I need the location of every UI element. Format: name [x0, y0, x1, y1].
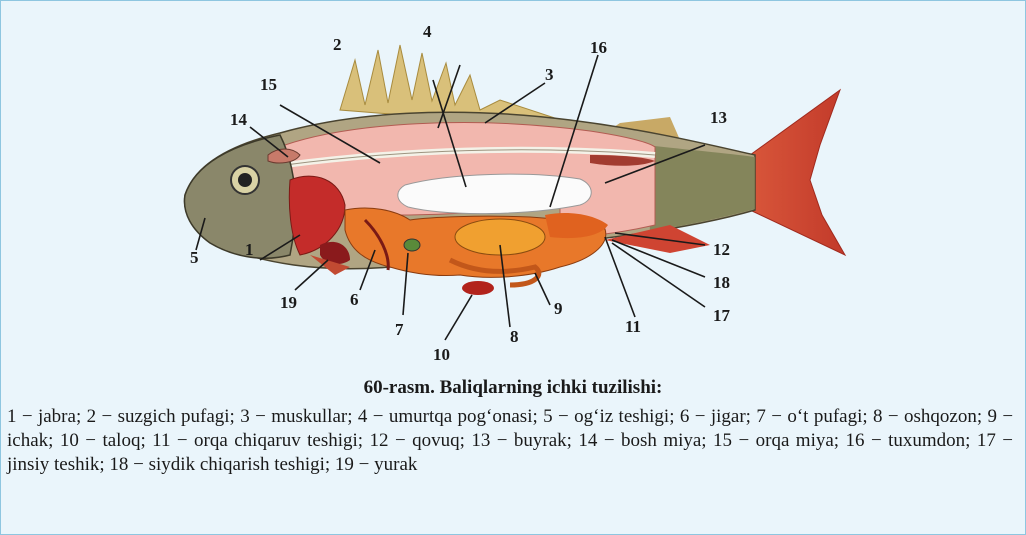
legend-item: 16 − tuxumdon;: [846, 430, 971, 451]
label-11: 11: [625, 317, 641, 336]
legend-item: 5 − og‘iz teshigi;: [543, 406, 674, 427]
label-5: 5: [190, 248, 199, 267]
label-17: 17: [713, 306, 731, 325]
label-3: 3: [545, 65, 554, 84]
label-16: 16: [590, 38, 607, 57]
legend-item: 13 − buyrak;: [471, 430, 572, 451]
swim-bladder: [398, 174, 591, 213]
leader-15: [535, 273, 550, 305]
label-13: 13: [710, 108, 727, 127]
label-15: 15: [260, 75, 277, 94]
legend-item: 14 − bosh miya;: [578, 430, 706, 451]
label-2: 2: [333, 35, 342, 54]
label-9: 9: [554, 299, 563, 318]
legend-item: 1 − jabra;: [7, 406, 81, 427]
rear-body-scales: [645, 145, 755, 231]
label-10: 10: [433, 345, 450, 364]
legend-item: 11 − orqa chiqaruv teshigi;: [152, 430, 363, 451]
spleen: [462, 281, 494, 295]
leader-13: [445, 295, 472, 340]
tail-fin: [750, 90, 845, 255]
label-6: 6: [350, 290, 359, 309]
label-19: 19: [280, 293, 297, 312]
legend-item: 3 − muskullar;: [240, 406, 352, 427]
legend-item: 6 − jigar;: [680, 406, 751, 427]
label-8: 8: [510, 327, 519, 346]
label-7: 7: [395, 320, 404, 339]
fish-anatomy-figure: 1 2 3 4 5 6 7 8 9 10 11 12 13 14 15 16 1…: [150, 5, 850, 375]
legend-item: 8 − oshqozon;: [873, 406, 982, 427]
gallbladder: [404, 239, 420, 251]
figure-caption-title: 60-rasm. Baliqlarning ichki tuzilishi:: [0, 377, 1026, 399]
label-1: 1: [245, 240, 254, 259]
legend-item: 15 − orqa miya;: [713, 430, 839, 451]
figure-legend: 1 − jabra; 2 − suzgich pufagi; 3 − musku…: [7, 405, 1013, 477]
label-4: 4: [423, 22, 432, 41]
legend-item: 10 − taloq;: [60, 430, 146, 451]
label-12: 12: [713, 240, 730, 259]
legend-item: 18 − siydik chiqarish teshigi;: [109, 454, 330, 475]
legend-item: 4 − umurtqa pog‘onasi;: [358, 406, 538, 427]
legend-item: 2 − suzgich pufagi;: [87, 406, 235, 427]
fish-anatomy-illustration: 1 2 3 4 5 6 7 8 9 10 11 12 13 14 15 16 1…: [150, 5, 850, 375]
legend-item: 7 − o‘t pufagi;: [756, 406, 867, 427]
leader-17: [612, 243, 705, 307]
legend-item: 12 − qovuq;: [370, 430, 465, 451]
legend-item: 19 − yurak: [335, 454, 417, 475]
label-14: 14: [230, 110, 248, 129]
label-18: 18: [713, 273, 730, 292]
